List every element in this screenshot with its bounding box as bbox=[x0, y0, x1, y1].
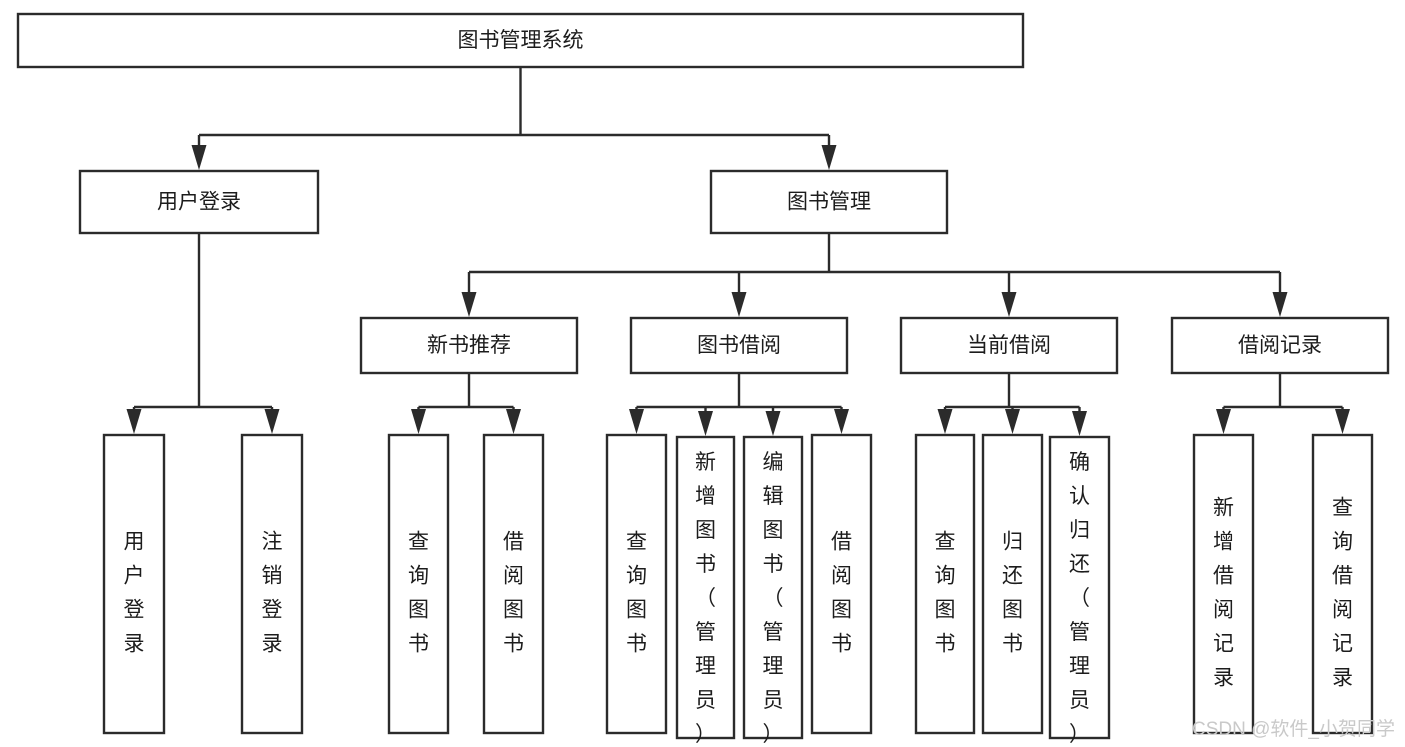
node-box bbox=[387, 433, 450, 735]
connector-layer bbox=[126, 67, 1350, 436]
node-box bbox=[482, 433, 545, 735]
node-leaf-add-record[interactable]: 新增借阅记录 bbox=[1192, 433, 1255, 735]
node-label: 归还图书 bbox=[1002, 530, 1023, 655]
node-layer: 图书管理系统用户登录图书管理新书推荐图书借阅当前借阅借阅记录用户登录注销登录查询… bbox=[16, 12, 1390, 746]
node-label: 借阅图书 bbox=[503, 530, 524, 655]
node-box bbox=[810, 433, 873, 735]
node-leaf-confirm-return[interactable]: 确认归还（管理员） bbox=[1048, 435, 1111, 746]
arrow-head-icon bbox=[1005, 409, 1020, 434]
arrow-head-icon bbox=[937, 409, 953, 434]
node-label: 新书推荐 bbox=[427, 334, 511, 357]
node-label: 用户登录 bbox=[124, 530, 145, 655]
node-label: 当前借阅 bbox=[967, 334, 1051, 357]
node-label: 借阅记录 bbox=[1238, 334, 1322, 357]
node-box bbox=[675, 435, 736, 740]
node-box bbox=[16, 12, 1025, 69]
node-label: 注销登录 bbox=[262, 530, 283, 655]
watermark-label: CSDN @软件_小贺同学 bbox=[1192, 719, 1395, 740]
node-book-manage[interactable]: 图书管理 bbox=[709, 169, 949, 235]
arrow-head-icon bbox=[461, 292, 477, 317]
arrow-head-icon bbox=[1001, 292, 1017, 317]
node-label: 编辑图书（管理员） bbox=[763, 451, 784, 746]
node-leaf-borrow-book-2[interactable]: 借阅图书 bbox=[810, 433, 873, 735]
node-leaf-query-book-1[interactable]: 查询图书 bbox=[387, 433, 450, 735]
node-label: 查询图书 bbox=[935, 530, 956, 655]
arrow-head-icon bbox=[191, 145, 207, 170]
arrow-head-icon bbox=[126, 409, 142, 434]
node-box bbox=[914, 433, 976, 735]
node-label: 新增图书（管理员） bbox=[695, 451, 716, 746]
node-box bbox=[742, 435, 804, 740]
arrow-head-icon bbox=[1335, 409, 1350, 434]
node-label: 用户登录 bbox=[157, 191, 241, 214]
node-leaf-user-logout[interactable]: 注销登录 bbox=[240, 433, 304, 735]
node-box bbox=[1311, 433, 1374, 735]
node-leaf-query-record[interactable]: 查询借阅记录 bbox=[1311, 433, 1374, 735]
arrow-head-icon bbox=[1216, 409, 1231, 434]
node-label: 查询图书 bbox=[408, 530, 429, 655]
node-box bbox=[605, 433, 668, 735]
node-label: 确认归还（管理员） bbox=[1069, 451, 1090, 746]
node-label: 图书管理系统 bbox=[458, 29, 584, 52]
node-box bbox=[1048, 435, 1111, 740]
node-leaf-query-book-3[interactable]: 查询图书 bbox=[914, 433, 976, 735]
node-book-borrow[interactable]: 图书借阅 bbox=[629, 316, 849, 375]
node-box bbox=[629, 316, 849, 375]
node-box bbox=[359, 316, 579, 375]
node-label: 查询图书 bbox=[626, 530, 647, 655]
node-user-login[interactable]: 用户登录 bbox=[78, 169, 320, 235]
arrow-head-icon bbox=[731, 292, 747, 317]
node-label: 借阅图书 bbox=[831, 530, 852, 655]
node-leaf-return-book[interactable]: 归还图书 bbox=[981, 433, 1044, 735]
node-leaf-query-book-2[interactable]: 查询图书 bbox=[605, 433, 668, 735]
node-box bbox=[102, 433, 166, 735]
node-label: 查询借阅记录 bbox=[1332, 496, 1353, 689]
arrow-head-icon bbox=[506, 409, 521, 434]
node-box bbox=[709, 169, 949, 235]
node-label: 新增借阅记录 bbox=[1213, 496, 1234, 689]
arrow-head-icon bbox=[411, 409, 426, 434]
node-label: 图书借阅 bbox=[697, 334, 781, 357]
arrow-head-icon bbox=[698, 411, 713, 436]
node-leaf-add-book[interactable]: 新增图书（管理员） bbox=[675, 435, 736, 746]
node-box bbox=[1170, 316, 1390, 375]
arrow-head-icon bbox=[629, 409, 644, 434]
arrow-head-icon bbox=[264, 409, 280, 434]
node-box bbox=[78, 169, 320, 235]
arrow-head-icon bbox=[821, 145, 837, 170]
node-leaf-user-login[interactable]: 用户登录 bbox=[102, 433, 166, 735]
node-box bbox=[981, 433, 1044, 735]
node-label: 图书管理 bbox=[787, 191, 871, 214]
arrow-head-icon bbox=[1272, 292, 1288, 317]
node-box bbox=[240, 433, 304, 735]
arrow-head-icon bbox=[1072, 411, 1087, 436]
arrow-head-icon bbox=[765, 411, 781, 436]
node-leaf-borrow-book-1[interactable]: 借阅图书 bbox=[482, 433, 545, 735]
arrow-head-icon bbox=[834, 409, 849, 434]
node-root[interactable]: 图书管理系统 bbox=[16, 12, 1025, 69]
node-box bbox=[899, 316, 1119, 375]
node-current-borrow[interactable]: 当前借阅 bbox=[899, 316, 1119, 375]
node-leaf-edit-book[interactable]: 编辑图书（管理员） bbox=[742, 435, 804, 746]
node-new-book-recommend[interactable]: 新书推荐 bbox=[359, 316, 579, 375]
node-box bbox=[1192, 433, 1255, 735]
node-borrow-record[interactable]: 借阅记录 bbox=[1170, 316, 1390, 375]
